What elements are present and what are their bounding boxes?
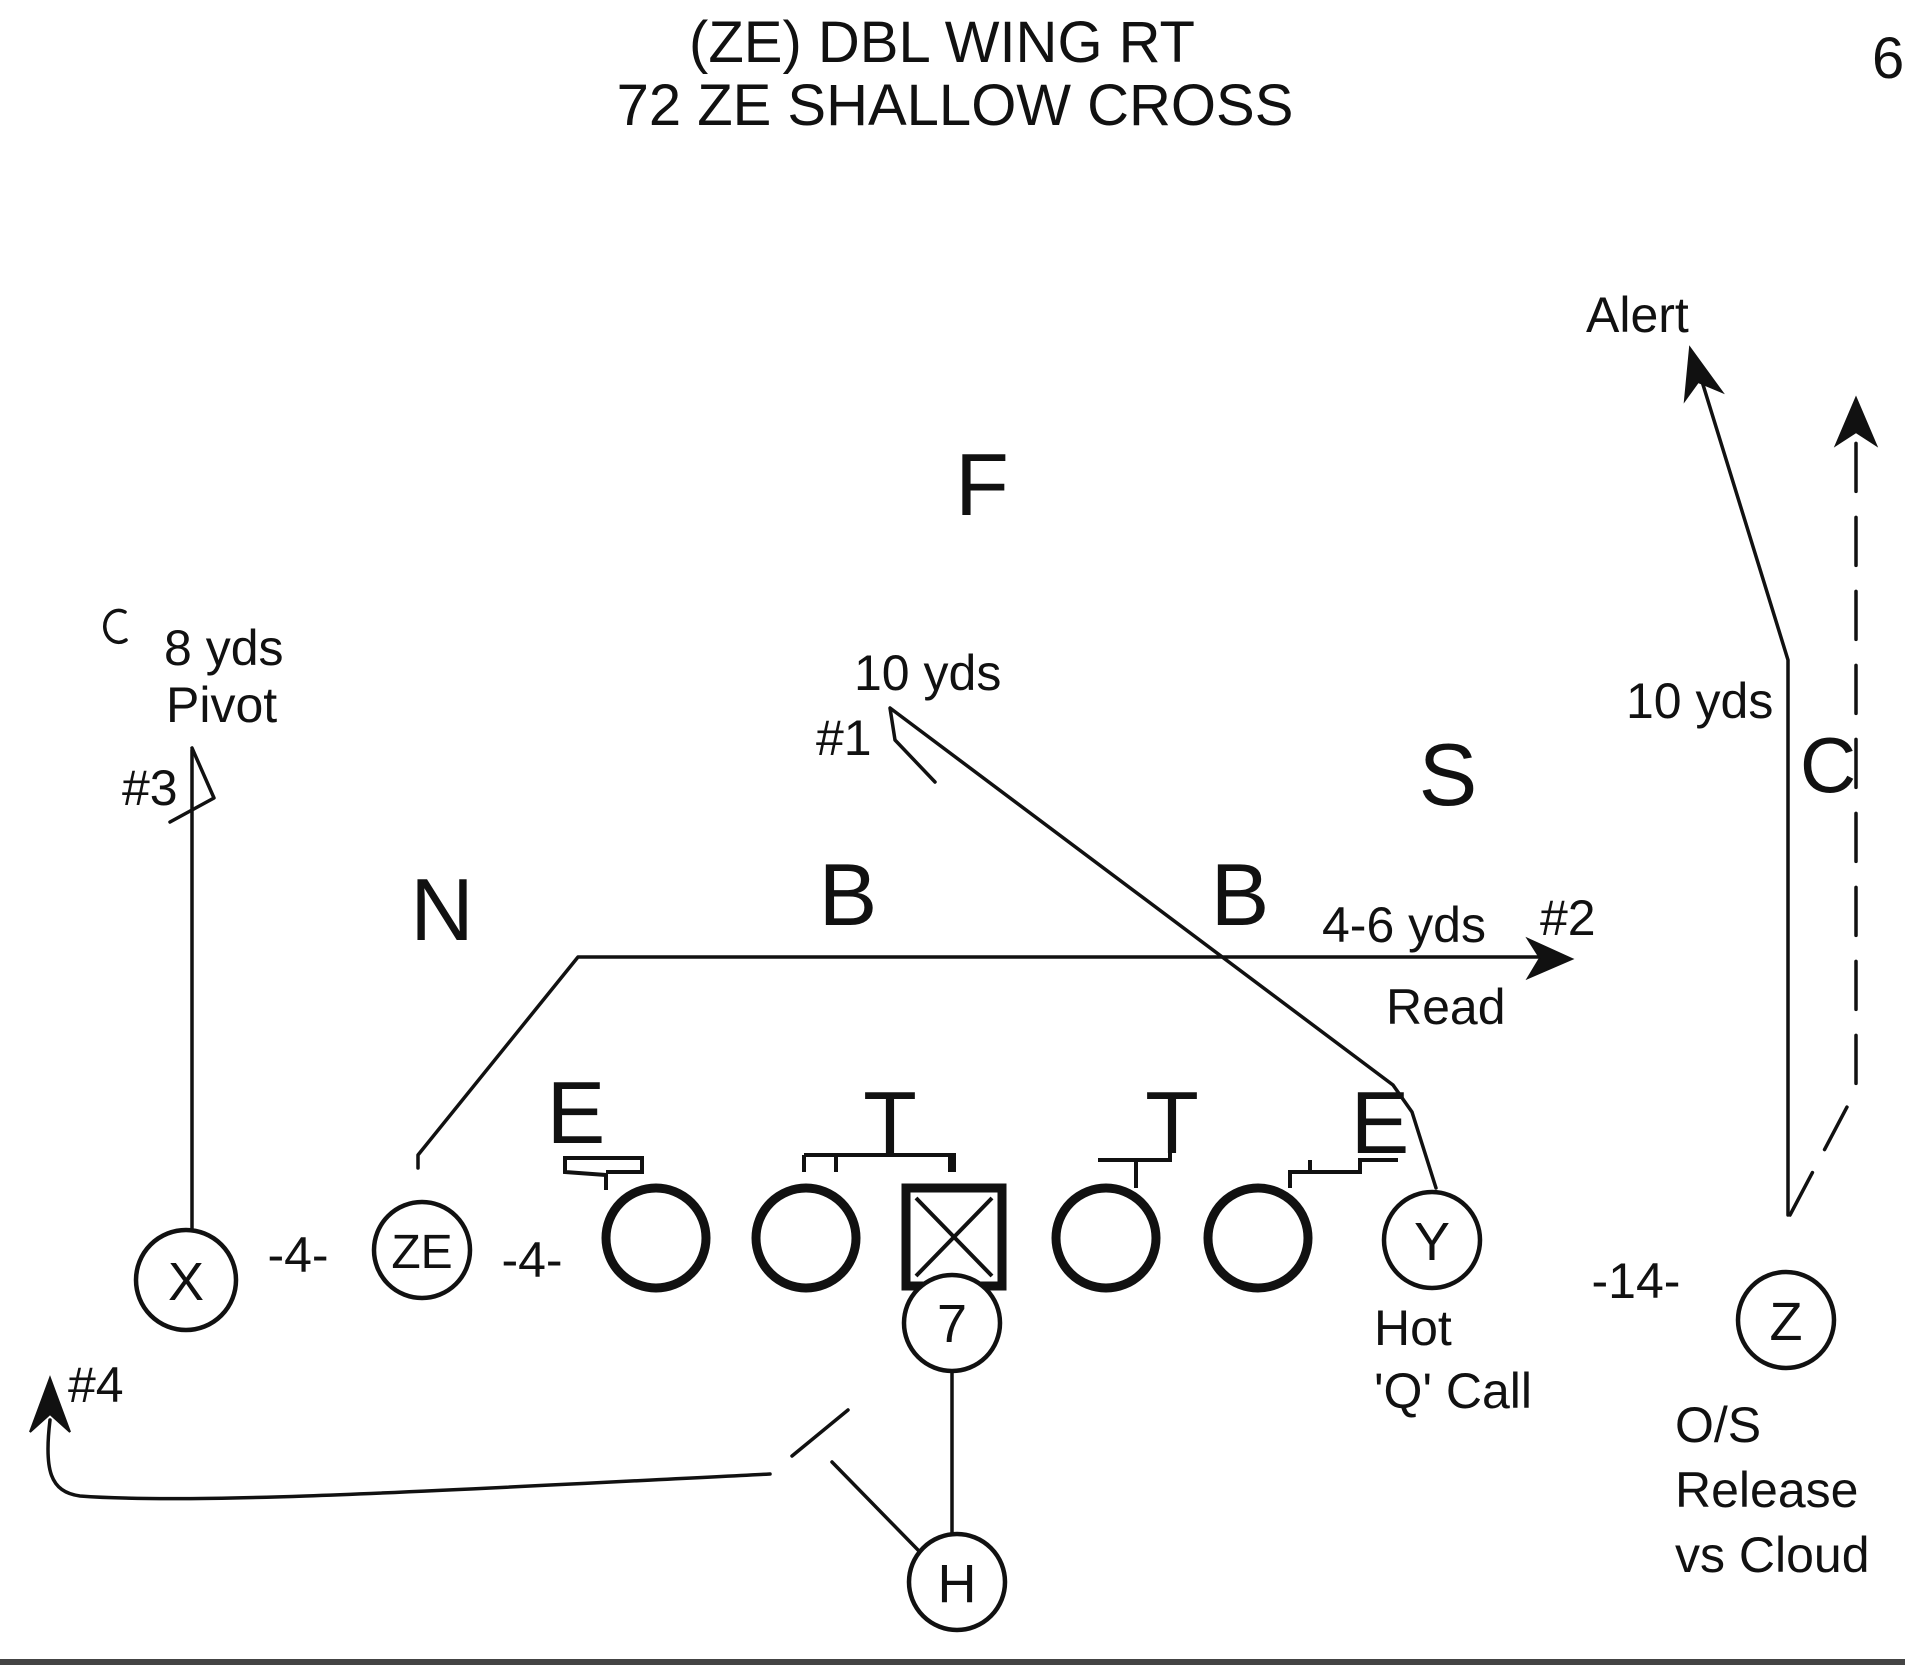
y-call-label: 'Q' Call <box>1374 1363 1532 1419</box>
h-back-label: H <box>938 1554 977 1614</box>
block-lt <box>563 1156 644 1190</box>
right-tackle <box>1203 1183 1313 1293</box>
x-route-type: Pivot <box>166 677 277 733</box>
defense-strong-safety: S <box>1419 725 1478 824</box>
split-x-ze: -4- <box>267 1227 328 1283</box>
block-rg <box>1098 1150 1172 1188</box>
defense-backer-left: B <box>819 845 878 944</box>
y-hot-label: Hot <box>1374 1300 1452 1356</box>
z-route-depth: 10 yds <box>1626 673 1773 729</box>
ze-shallow-cross-route <box>416 955 1540 1170</box>
post-route-depth: 10 yds <box>854 645 1001 701</box>
cross-route-note: Read <box>1386 979 1506 1035</box>
left-tackle <box>601 1183 711 1293</box>
defense-backer-right: B <box>1211 845 1270 944</box>
defense-end-right: E <box>1351 1073 1410 1172</box>
h-back <box>906 1531 1008 1633</box>
play-formation-title: (ZE) DBL WING RT <box>689 10 1195 75</box>
h-block-bar <box>790 1408 850 1458</box>
z-alert-label: Alert <box>1586 287 1689 343</box>
center-x-mark <box>914 1196 994 1278</box>
defense-nickel: N <box>410 860 474 959</box>
defense-end-left: E <box>547 1063 606 1162</box>
page-number: 6 <box>1872 26 1904 91</box>
quarterback-label: 7 <box>937 1294 967 1354</box>
z-note-line3: vs Cloud <box>1675 1527 1870 1583</box>
x-pivot-break <box>168 746 216 824</box>
defense-tackle-right: T <box>1145 1073 1199 1172</box>
h-read-number: #4 <box>68 1357 124 1413</box>
defense-corner-right: C <box>1800 721 1856 809</box>
ze-receiver <box>371 1199 473 1301</box>
defense-free-safety: F <box>955 435 1009 534</box>
post-read-number: #1 <box>816 710 872 766</box>
defense-tackle-left: T <box>863 1073 917 1172</box>
z-alert-route <box>1694 360 1790 1217</box>
x-read-number: #3 <box>122 760 178 816</box>
cross-read-number: #2 <box>1540 890 1596 946</box>
y-receiver <box>1381 1189 1483 1291</box>
release-arrowhead <box>1833 395 1879 448</box>
h-block-stem <box>830 1460 920 1552</box>
alert-arrowhead <box>1683 345 1725 404</box>
cross-route-depth: 4-6 yds <box>1322 897 1486 953</box>
x-route-depth: 8 yds <box>164 620 284 676</box>
quarterback <box>901 1272 1003 1374</box>
z-note-line2: Release <box>1675 1462 1858 1518</box>
y-post-route <box>888 706 1438 1190</box>
y-receiver-label: Y <box>1414 1212 1450 1272</box>
left-corner-marker <box>103 608 128 645</box>
x-receiver <box>133 1227 239 1333</box>
cross-route-arrowhead <box>1525 936 1575 981</box>
z-receiver <box>1735 1269 1837 1371</box>
split-ze-tackle: -4- <box>501 1232 562 1288</box>
x-receiver-label: X <box>168 1252 204 1312</box>
block-double-team <box>802 1153 956 1172</box>
z-note-line1: O/S <box>1675 1397 1761 1453</box>
right-guard <box>1051 1183 1161 1293</box>
split-y-z: -14- <box>1592 1253 1681 1309</box>
h-swing-route <box>46 1418 772 1501</box>
ze-receiver-label: ZE <box>391 1226 452 1279</box>
z-receiver-label: Z <box>1770 1292 1803 1352</box>
play-name-title: 72 ZE SHALLOW CROSS <box>617 73 1294 138</box>
left-guard <box>751 1183 861 1293</box>
h-route-arrowhead <box>29 1375 71 1433</box>
z-release-route <box>1788 438 1858 1217</box>
block-rt <box>1288 1158 1398 1188</box>
